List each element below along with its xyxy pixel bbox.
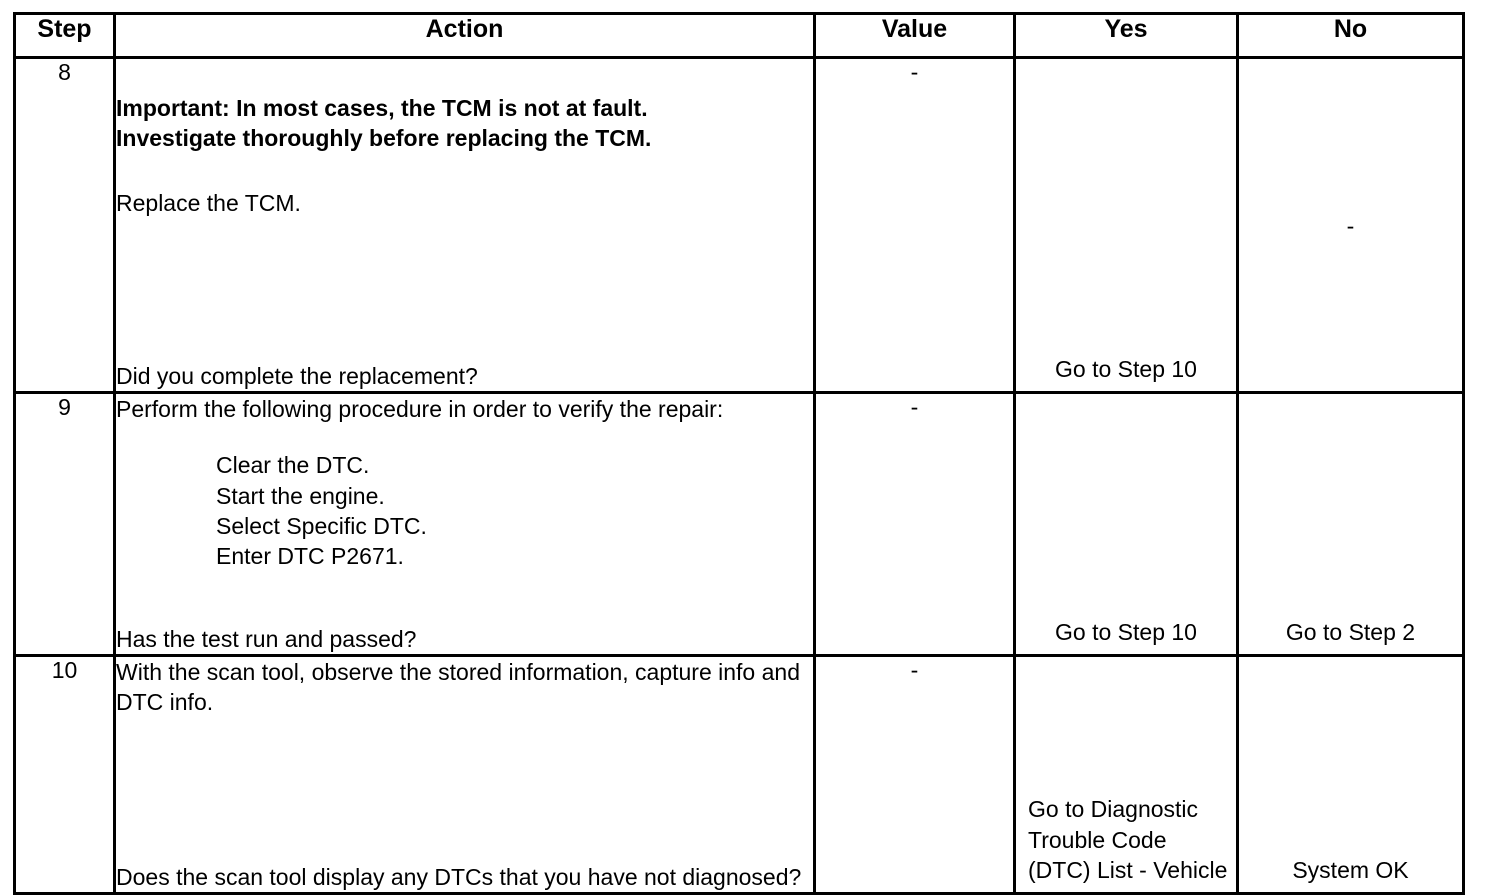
action-question: Does the scan tool display any DTCs that… (116, 863, 802, 890)
yes-text: Go to Step 10 (1055, 619, 1197, 646)
step-number-cell: 8 (13, 56, 116, 394)
table-row: 9 Perform the following procedure in ord… (13, 391, 1465, 657)
important-note: Important: In most cases, the TCM is not… (116, 95, 652, 152)
table-row: 8 Important: In most cases, the TCM is n… (13, 56, 1465, 394)
no-text: Go to Step 2 (1285, 619, 1416, 646)
header-row: Step Action Value Yes No (13, 12, 1465, 59)
column-header-no: No (1236, 12, 1465, 59)
column-header-step: Step (13, 12, 116, 59)
table-body: 8 Important: In most cases, the TCM is n… (13, 56, 1465, 895)
yes-cell: Go to Diagnostic Trouble Code (DTC) List… (1013, 654, 1239, 895)
action-question: Has the test run and passed? (116, 625, 417, 652)
value-text: - (910, 59, 919, 85)
step-number: 9 (58, 394, 71, 420)
value-text: - (910, 394, 919, 420)
action-sub-items: Clear the DTC. Start the engine. Select … (216, 452, 427, 570)
yes-cell: Go to Step 10 (1013, 391, 1239, 657)
value-cell: - (813, 56, 1016, 394)
yes-text: Go to Diagnostic Trouble Code (DTC) List… (1028, 796, 1228, 884)
value-cell: - (813, 391, 1016, 657)
no-text: System OK (1292, 857, 1409, 884)
yes-cell: Go to Step 10 (1013, 56, 1239, 394)
column-header-action: Action (113, 12, 816, 59)
action-intro: Perform the following procedure in order… (116, 396, 724, 422)
yes-text: Go to Step 10 (1055, 356, 1197, 383)
table-header: Step Action Value Yes No (13, 12, 1465, 59)
column-header-yes: Yes (1013, 12, 1239, 59)
no-cell: Go to Step 2 (1236, 391, 1465, 657)
no-text: - (1346, 212, 1355, 239)
step-number-cell: 10 (13, 654, 116, 895)
action-cell: With the scan tool, observe the stored i… (113, 654, 816, 895)
action-cell: Important: In most cases, the TCM is not… (113, 56, 816, 394)
value-text: - (910, 657, 919, 683)
action-intro: With the scan tool, observe the stored i… (116, 659, 800, 716)
step-number: 10 (51, 657, 78, 683)
step-number-cell: 9 (13, 391, 116, 657)
diagnostic-step-table: Step Action Value Yes No 8 Important: In… (13, 12, 1465, 895)
no-cell: System OK (1236, 654, 1465, 895)
action-question: Did you complete the replacement? (116, 362, 478, 389)
action-cell: Perform the following procedure in order… (113, 391, 816, 657)
table-row: 10 With the scan tool, observe the store… (13, 654, 1465, 895)
no-cell: - (1236, 56, 1465, 394)
value-cell: - (813, 654, 1016, 895)
column-header-value: Value (813, 12, 1016, 59)
step-number: 8 (58, 59, 71, 85)
action-instruction: Replace the TCM. (116, 189, 301, 216)
